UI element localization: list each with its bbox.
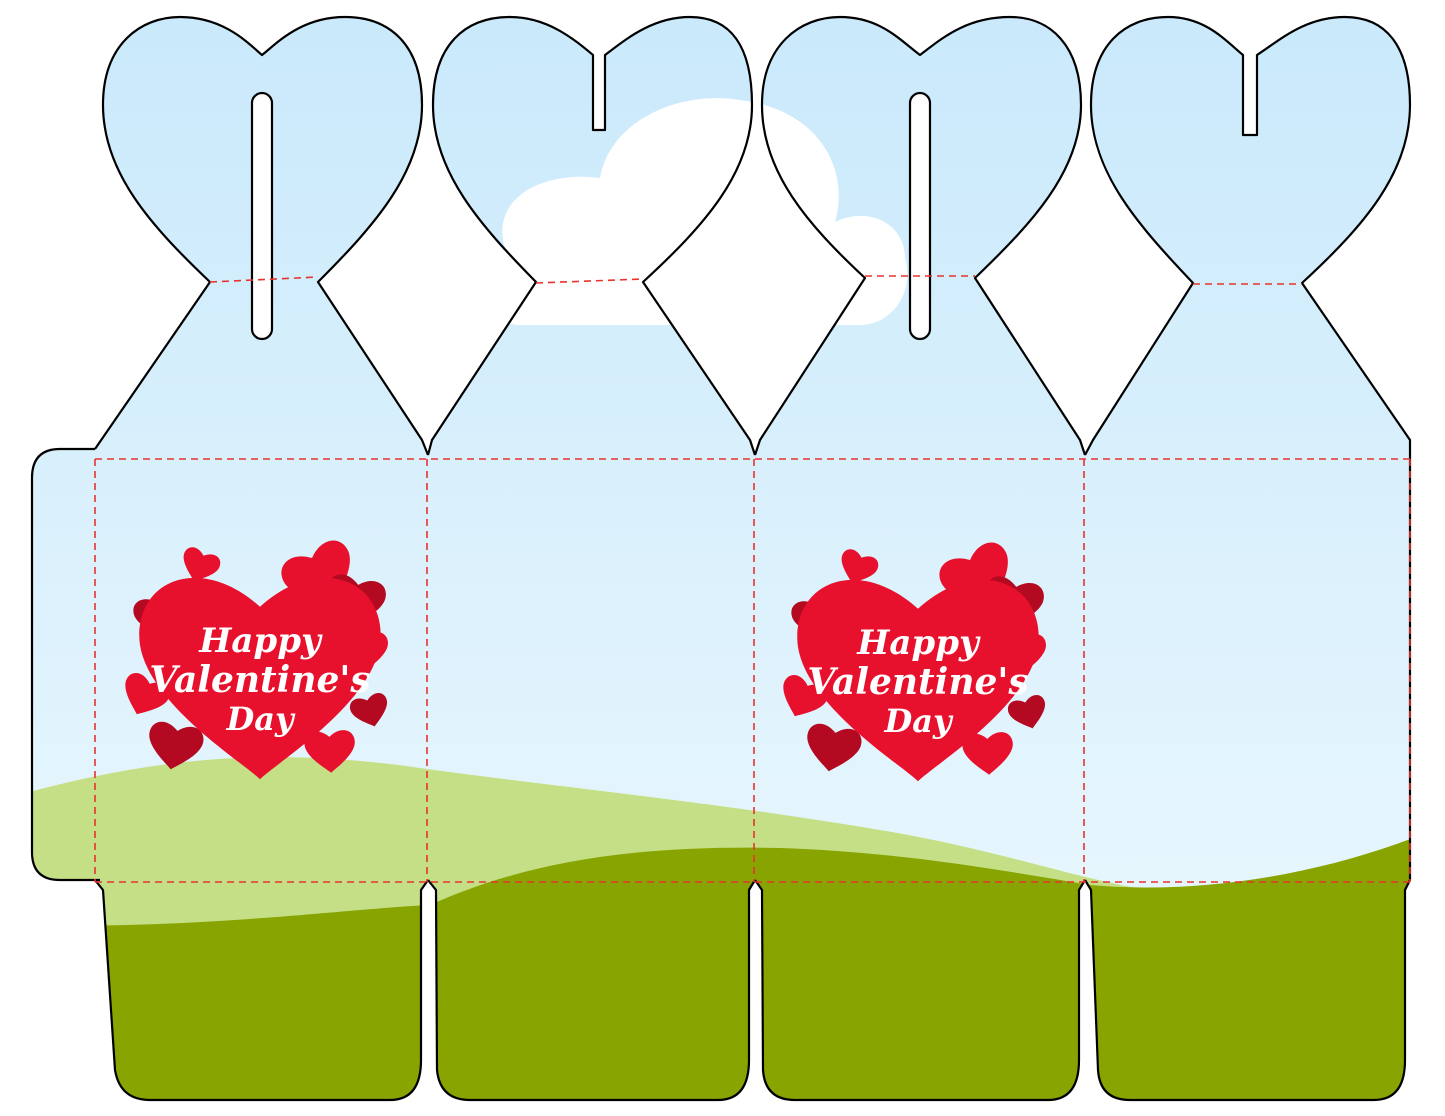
greeting-line1: Happy	[198, 621, 323, 661]
big-heart-icon	[139, 577, 381, 780]
small-heart-icon	[807, 723, 862, 772]
slot-panel-3	[908, 91, 932, 341]
greeting-line3: Day	[883, 702, 953, 740]
small-heart-icon	[1007, 694, 1046, 729]
greeting-line3: Day	[225, 700, 295, 738]
small-heart-icon	[183, 547, 221, 581]
small-heart-icon	[962, 732, 1013, 775]
big-heart-icon	[797, 579, 1039, 782]
slot-panel-1	[250, 91, 274, 341]
small-heart-icon	[841, 549, 879, 583]
small-heart-icon	[349, 692, 388, 727]
greeting-line1: Happy	[856, 623, 981, 663]
small-heart-icon	[304, 730, 355, 773]
small-heart-icon	[149, 721, 204, 770]
cut-outlines	[30, 15, 1412, 1102]
greeting-line2: Valentine's	[149, 659, 370, 701]
fold-lines	[94, 275, 1411, 883]
greeting-line2: Valentine's	[807, 661, 1028, 703]
